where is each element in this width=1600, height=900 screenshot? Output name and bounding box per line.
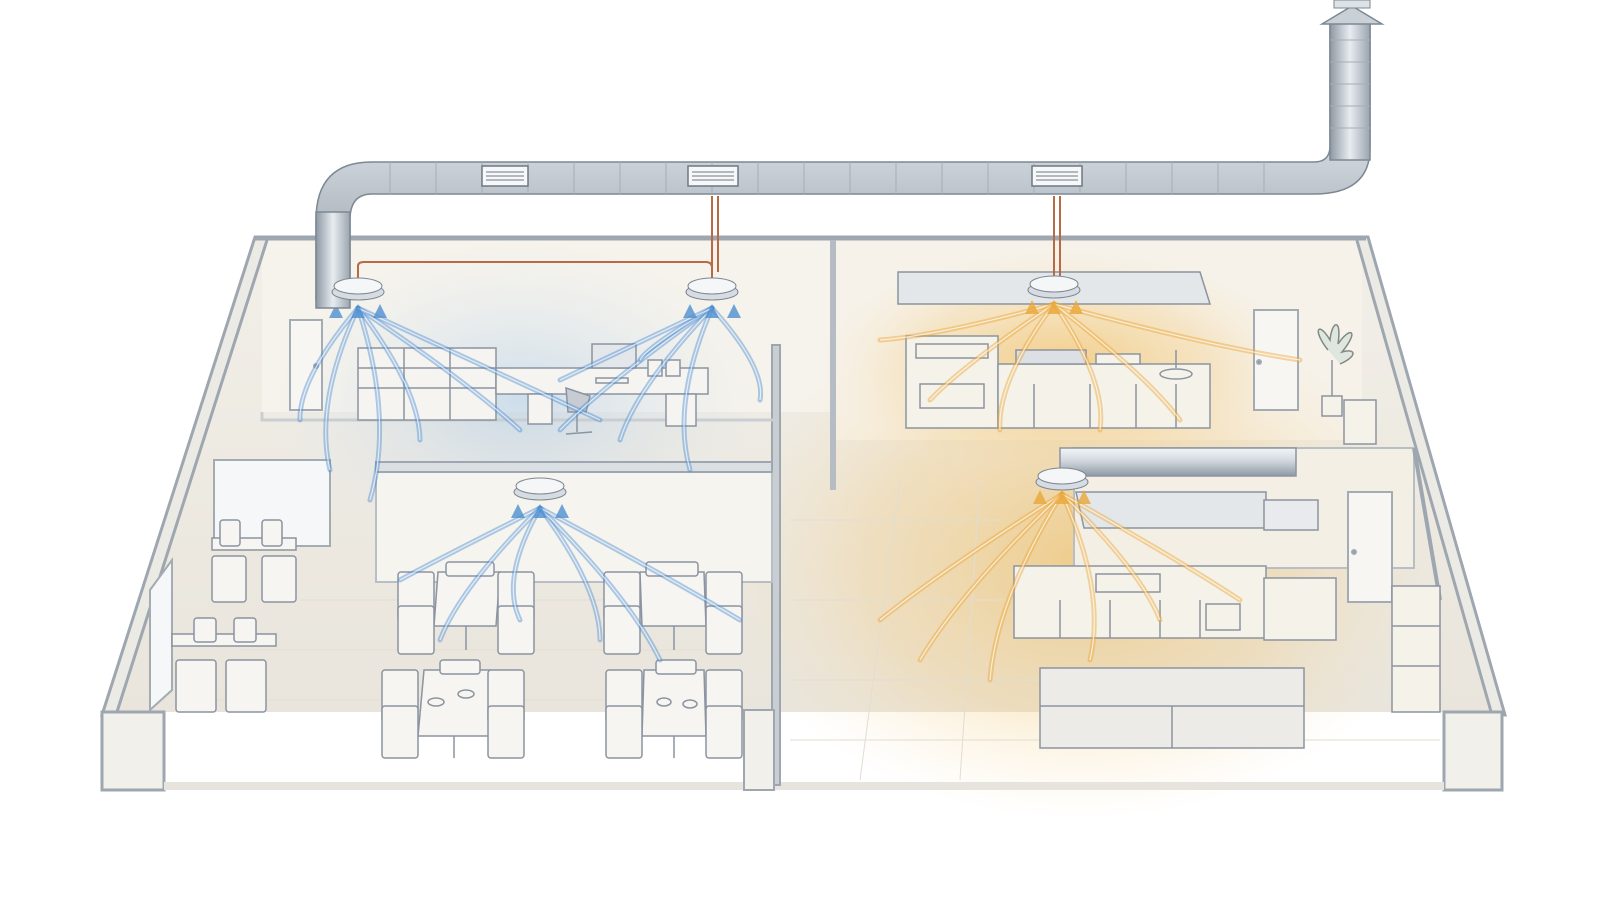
airflow-arrowhead xyxy=(533,504,547,518)
airflow-arrowhead xyxy=(1025,300,1039,314)
ceiling-diffuser-icon xyxy=(685,277,739,301)
dining-table xyxy=(433,571,501,627)
airflow-streamline xyxy=(879,493,1063,621)
office-lower-wall xyxy=(260,412,776,422)
doors xyxy=(289,309,1393,603)
airflow-streamline xyxy=(919,493,1063,661)
airflow-arrowhead xyxy=(555,504,569,518)
desk-drawers xyxy=(665,393,697,427)
airflow-arrowhead xyxy=(1047,300,1061,314)
prep-exhaust-hood xyxy=(1075,491,1267,529)
dining-partition-top xyxy=(375,461,773,473)
airflow-arrowhead xyxy=(351,304,365,318)
airflow-streamline xyxy=(619,307,713,441)
kitchen-equipment xyxy=(897,271,1441,749)
airflow-streamline xyxy=(1061,493,1095,661)
left-wall-window xyxy=(149,556,173,713)
prep-cabinet xyxy=(1263,577,1337,641)
ceiling-diffuser-icon xyxy=(1027,275,1081,299)
copper-refrigerant-lines xyxy=(357,196,1061,284)
exhaust-roof-cap-icon xyxy=(1319,0,1385,25)
airflow-layer xyxy=(297,300,1303,683)
airflow-streamline xyxy=(439,507,541,641)
ceiling-diffuser-icon xyxy=(331,277,385,301)
airflow-streamline xyxy=(357,307,521,431)
airflow-streamline xyxy=(929,303,1055,401)
airflow-streamline xyxy=(539,507,661,661)
airflow-streamline xyxy=(1061,493,1161,621)
airflow-arrowhead xyxy=(1033,490,1047,504)
airflow-streamline xyxy=(1053,303,1181,421)
wall-tv xyxy=(1263,499,1319,531)
desk-drawers xyxy=(527,393,553,425)
airflow-arrowhead xyxy=(1055,490,1069,504)
office-furniture xyxy=(357,343,709,435)
airflow-arrowhead xyxy=(373,304,387,318)
airflow-streamline xyxy=(1053,303,1102,431)
prep-kitchen-right-wall xyxy=(1412,447,1442,601)
storage-shelf xyxy=(1391,585,1441,713)
shelving-unit xyxy=(357,347,497,421)
ceiling-diffuser-icon xyxy=(1035,467,1089,491)
airflow-streamline xyxy=(399,507,541,581)
partition-cap xyxy=(743,709,775,791)
airflow-arrowhead xyxy=(683,304,697,318)
airflow-streamline xyxy=(559,307,713,381)
airflow-streamline xyxy=(559,307,713,431)
airflow-arrowhead xyxy=(329,304,343,318)
airflow-streamline xyxy=(299,307,359,421)
airflow-streamline xyxy=(999,303,1055,431)
ceiling-diffuser-icon xyxy=(513,477,567,501)
airflow-streamline xyxy=(683,307,713,471)
airflow-streamline xyxy=(357,307,601,421)
floor-front-edge xyxy=(164,782,1444,790)
airflow-arrowhead xyxy=(1069,300,1083,314)
side-table xyxy=(171,633,277,647)
airflow-streamline xyxy=(539,507,601,641)
door-icon xyxy=(1253,309,1299,411)
dining-furniture xyxy=(171,519,743,759)
airflow-streamline xyxy=(539,507,741,621)
airflow-arrowhead xyxy=(1077,490,1091,504)
grille-slats xyxy=(486,171,1078,181)
airflow-streamline xyxy=(357,307,421,441)
potted-plant-icon xyxy=(1317,324,1354,417)
airflow-streamline xyxy=(325,307,359,471)
prep-exhaust-duct xyxy=(1059,447,1297,477)
airflow-streamline xyxy=(1061,493,1241,601)
airflow-streamline xyxy=(989,493,1063,681)
airflow-streamline xyxy=(1053,303,1301,361)
office-chair xyxy=(565,386,591,413)
airflow-streamline xyxy=(711,307,762,401)
airflow-arrowhead xyxy=(705,304,719,318)
door-icon xyxy=(1347,491,1393,603)
side-cart xyxy=(1343,399,1377,445)
vertical-riser xyxy=(1329,19,1371,161)
front-wall-left xyxy=(100,710,166,792)
airflow-streamline xyxy=(639,307,713,361)
airflow-arrowhead xyxy=(727,304,741,318)
ductwork xyxy=(315,0,1385,309)
diffusers xyxy=(331,275,1089,501)
central-partition xyxy=(830,240,836,490)
airflow-arrowhead xyxy=(511,504,525,518)
airflow-streamline xyxy=(357,307,381,501)
airflow-streamline xyxy=(512,507,541,621)
front-wall-right xyxy=(1442,710,1504,792)
